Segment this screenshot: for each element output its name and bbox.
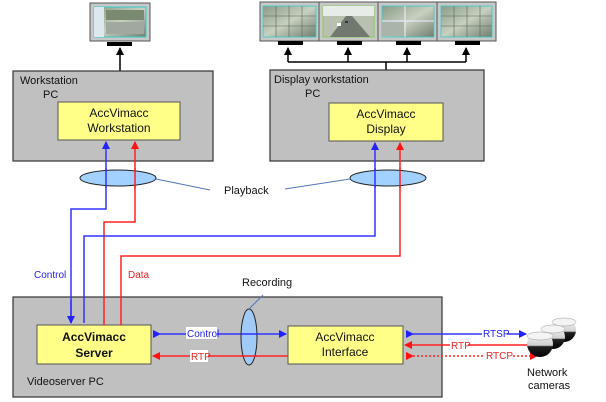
workstation-pc-title: Workstation	[20, 75, 78, 87]
control-label: Control	[34, 270, 66, 281]
accvimacc-server-label-2: Server	[75, 346, 113, 360]
playback-callout-right	[284, 178, 351, 190]
control-line-workstation	[70, 141, 110, 323]
accvimacc-workstation-label-2: Workstation	[87, 121, 150, 135]
accvimacc-display-label-1: AccVimacc	[356, 107, 415, 121]
playback-callout-left	[155, 178, 211, 191]
display-monitor-4	[436, 1, 497, 45]
accvimacc-interface-label-1: AccVimacc	[315, 330, 374, 344]
display-monitor-3	[377, 1, 438, 45]
accvimacc-server-label-1: AccVimacc	[62, 330, 126, 344]
accvimacc-display-box[interactable]: AccVimacc Display	[328, 102, 444, 142]
workstation-monitor	[89, 2, 151, 46]
display-monitor-wall	[259, 1, 497, 45]
rtp-camera-label: RTP	[451, 341, 471, 352]
data-label: Data	[128, 270, 150, 281]
network-cameras-label-1: Network	[527, 367, 568, 379]
rtsp-label: RTSP	[483, 329, 510, 340]
videoserver-pc: Videoserver PC AccVimacc Server AccVimac…	[12, 296, 443, 398]
playback-ellipse-display	[349, 169, 427, 187]
display-workstation-pc: Display workstation PC AccVimacc Display	[269, 69, 485, 162]
videoserver-pc-title: Videoserver PC	[27, 376, 104, 388]
display-monitor-1	[259, 1, 320, 45]
accvimacc-interface-box[interactable]: AccVimacc Interface	[287, 325, 404, 365]
recording-label: Recording	[242, 277, 292, 289]
recording-callout	[248, 294, 264, 310]
rtcp-label: RTCP	[486, 351, 513, 362]
data-line-display	[120, 142, 404, 325]
display-monitor-2	[318, 1, 379, 45]
playback-label: Playback	[224, 185, 269, 197]
display-to-monitors-connector	[284, 47, 470, 103]
accvimacc-display-label-2: Display	[366, 122, 405, 136]
internal-control-label: Control	[187, 329, 219, 340]
accvimacc-workstation-label-1: AccVimacc	[89, 106, 148, 120]
workstation-pc: Workstation PC AccVimacc Workstation	[12, 70, 214, 162]
camera-icon	[526, 331, 554, 357]
control-line-display	[83, 142, 379, 323]
network-cameras-label-2: cameras	[528, 380, 571, 392]
accvimacc-interface-label-2: Interface	[322, 345, 369, 359]
playback-ellipse-workstation	[79, 169, 157, 187]
accvimacc-workstation-box[interactable]: AccVimacc Workstation	[57, 101, 181, 141]
display-pc-title: Display workstation	[274, 74, 369, 86]
workstation-pc-subtitle: PC	[43, 89, 58, 101]
internal-rtp-label: RTP	[191, 352, 211, 363]
network-cameras: Network cameras	[526, 317, 577, 392]
display-pc-subtitle: PC	[305, 88, 320, 100]
accvimacc-server-box[interactable]: AccVimacc Server	[36, 324, 152, 365]
